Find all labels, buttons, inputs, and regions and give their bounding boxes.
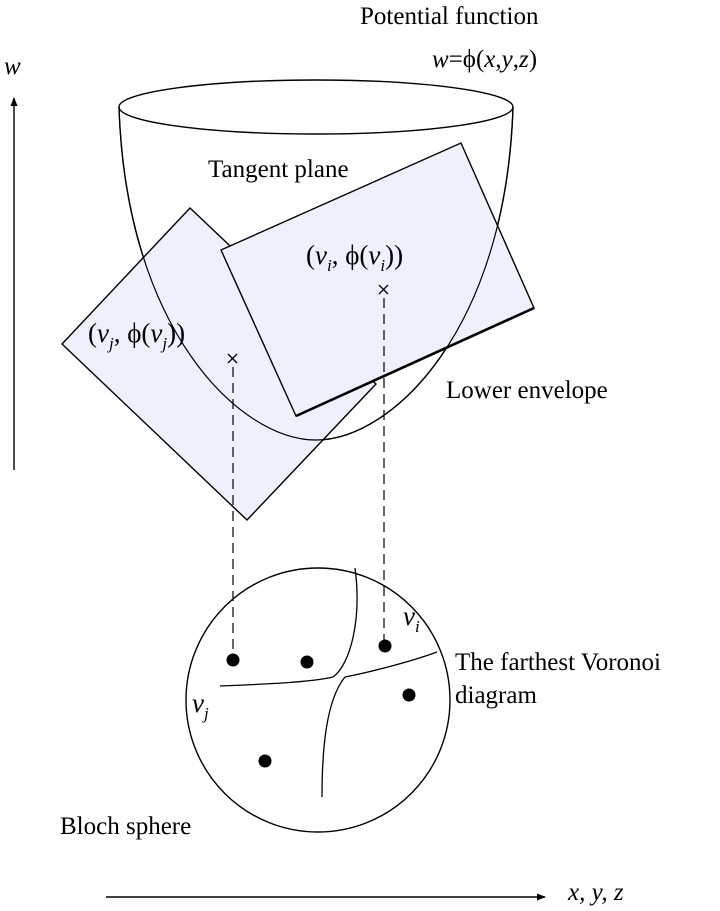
tangent-plane-label: Tangent plane (208, 156, 349, 183)
voronoi-edge-right (344, 651, 438, 678)
lower-envelope-label: Lower envelope (446, 377, 608, 404)
voronoi-label-line1: The farthest Voronoi (455, 649, 661, 676)
w-axis-label: w (4, 53, 21, 80)
voronoi-edge-lower (321, 676, 346, 798)
xyz-axis-label: x, y, z (567, 879, 624, 906)
lifted-point-j-label: (vj, ϕ(vj)) (88, 318, 185, 353)
paraboloid-rim (118, 79, 514, 135)
site-vi-label: vi (403, 601, 420, 636)
site-vj-label: vj (192, 688, 209, 723)
paraboloid-body-overlay (118, 106, 514, 441)
voronoi-label-line2: diagram (455, 682, 537, 709)
voronoi-edges (219, 567, 438, 798)
site-vi (378, 639, 392, 653)
voronoi-sites (226, 639, 416, 768)
lifted-point-j-marker (227, 353, 238, 364)
site-3 (300, 655, 314, 669)
lifted-point-i-marker (378, 284, 389, 295)
lower-envelope-edge (295, 306, 535, 418)
site-5 (258, 754, 272, 768)
voronoi-edge-upper (332, 567, 358, 678)
site-vj (226, 653, 240, 667)
tangent-plane-j (61, 207, 377, 521)
lifted-point-i-label: (vi, ϕ(vi)) (306, 240, 403, 275)
potential-function-title: Potential function (360, 3, 539, 30)
bloch-sphere-label: Bloch sphere (60, 813, 191, 840)
potential-function-equation: w=ϕ(x,y,z) (432, 46, 537, 73)
site-4 (402, 688, 416, 702)
voronoi-edge-left (219, 676, 334, 687)
bloch-sphere (185, 567, 451, 833)
